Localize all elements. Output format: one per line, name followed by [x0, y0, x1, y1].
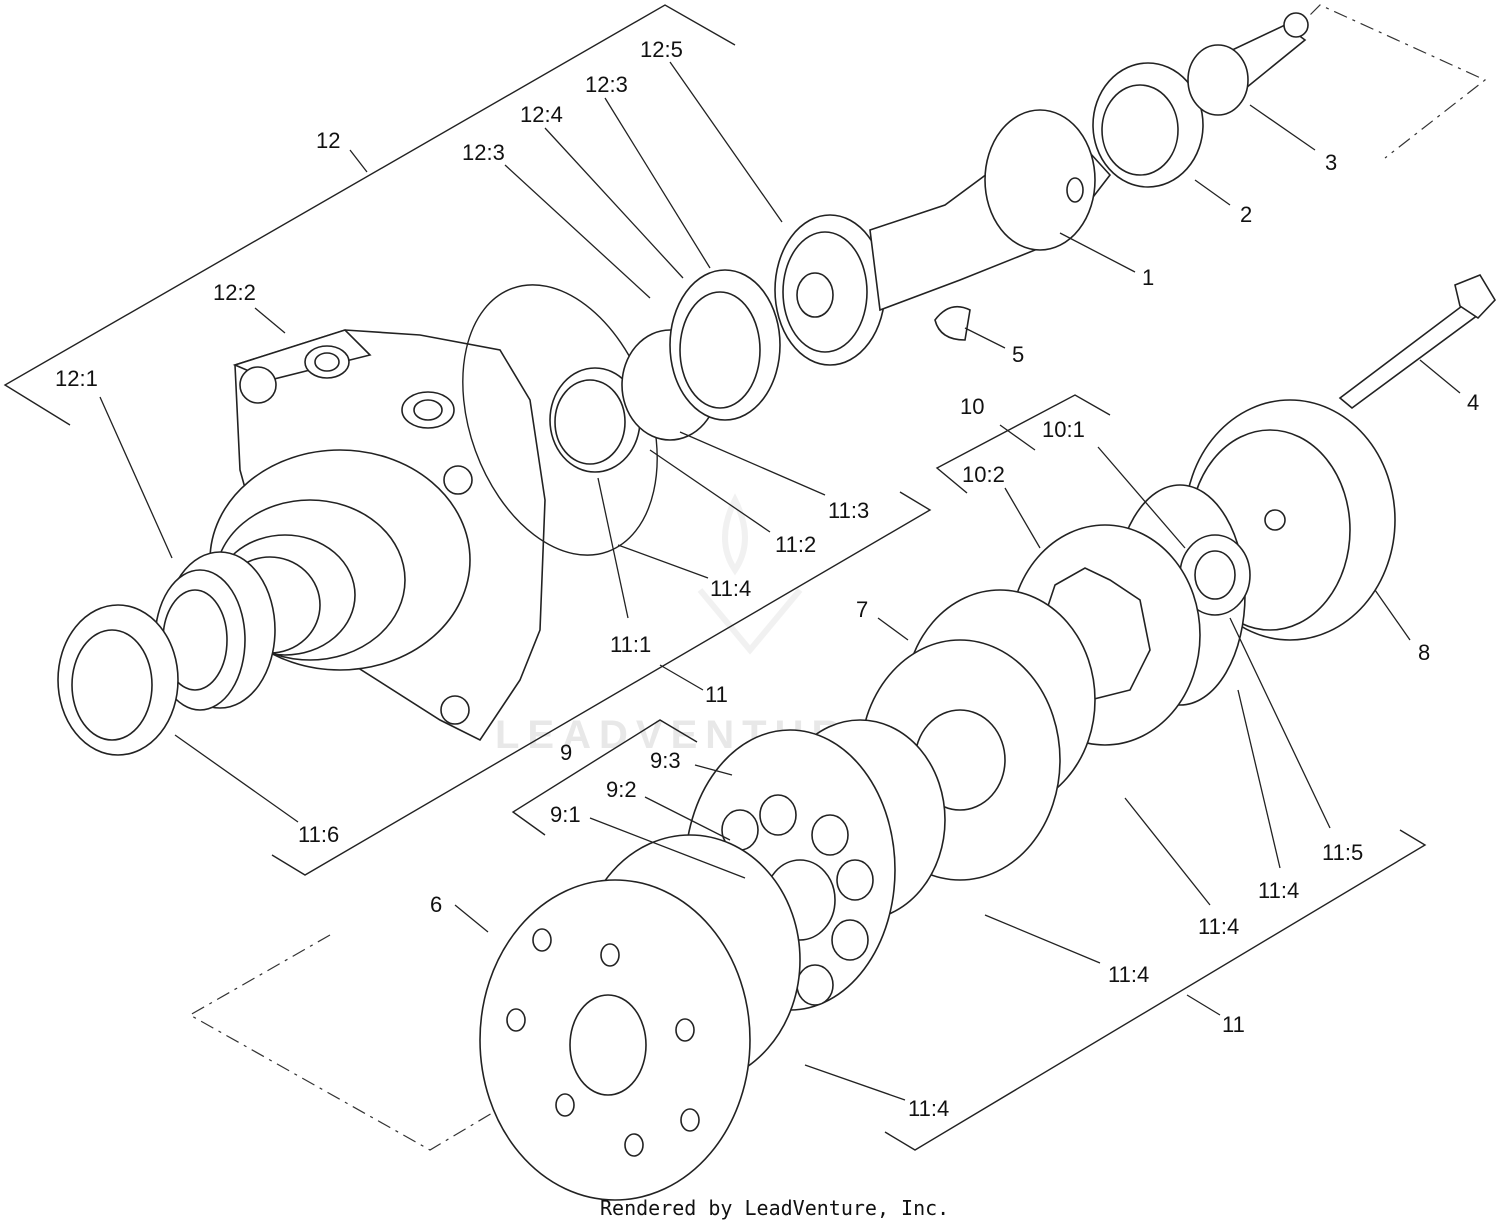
- callout-11-1: 11:1: [610, 632, 651, 657]
- callout-11-4-c: 11:4: [1198, 914, 1239, 939]
- callout-11-4-a: 11:4: [710, 576, 751, 601]
- thrust-washer-part: [1092, 62, 1204, 188]
- callout-4: 4: [1467, 390, 1479, 415]
- render-credit: Rendered by LeadVenture, Inc.: [600, 1196, 949, 1220]
- callout-9-2: 9:2: [606, 777, 637, 802]
- callout-12: 12: [316, 128, 340, 153]
- group-bracket-10: [935, 394, 1111, 494]
- callout-6: 6: [430, 892, 442, 917]
- drive-gear-part: [1187, 12, 1309, 116]
- callout-12-2: 12:2: [213, 280, 256, 305]
- callout-11-5: 11:5: [1322, 840, 1363, 865]
- callout-9: 9: [560, 740, 572, 765]
- callout-11-lower: 11: [1222, 1012, 1245, 1037]
- callout-2: 2: [1240, 202, 1252, 227]
- callout-11-6: 11:6: [298, 822, 339, 847]
- leader-11-upper: [659, 664, 704, 691]
- callout-7: 7: [856, 597, 868, 622]
- watermark-logo: [697, 493, 803, 655]
- thrust-bearing-part: [774, 214, 886, 366]
- centerline-top: [1289, 4, 1487, 159]
- callout-12-1: 12:1: [55, 366, 98, 391]
- callout-11-4-d: 11:4: [1108, 962, 1149, 987]
- callout-10-2: 10:2: [962, 462, 1005, 487]
- callout-12-4: 12:4: [520, 102, 563, 127]
- bolt-part: [1338, 274, 1496, 410]
- callout-12-5: 12:5: [640, 37, 683, 62]
- leader-11-lower: [1186, 994, 1221, 1016]
- callout-3: 3: [1325, 150, 1337, 175]
- group-bracket-11-lower: [884, 829, 1427, 1151]
- woodruff-key-part: [934, 305, 971, 341]
- callout-11-3: 11:3: [828, 498, 869, 523]
- shaft-seal-part: [57, 604, 179, 756]
- leader-12: [349, 149, 368, 173]
- front-plate-part: [479, 834, 801, 1201]
- group-bracket-12: [3, 4, 736, 426]
- callout-8: 8: [1418, 640, 1430, 665]
- callout-11-upper: 11: [705, 682, 728, 707]
- callout-11-4-e: 11:4: [908, 1096, 949, 1121]
- callout-9-3: 9:3: [650, 748, 681, 773]
- group-bracket-9: [511, 719, 698, 836]
- callout-10-1: 10:1: [1042, 417, 1085, 442]
- callout-12-3-b: 12:3: [585, 72, 628, 97]
- callout-12-3-a: 12:3: [462, 140, 505, 165]
- seal-rings-part: [549, 269, 781, 473]
- callout-9-1: 9:1: [550, 802, 581, 827]
- callout-10: 10: [960, 394, 984, 419]
- callout-11-2: 11:2: [775, 532, 816, 557]
- callout-5: 5: [1012, 342, 1024, 367]
- callout-1: 1: [1142, 265, 1154, 290]
- group-bracket-11-upper: [271, 491, 932, 876]
- drive-shaft-part: [869, 109, 1112, 312]
- leader-lines: [99, 61, 1461, 1101]
- callout-11-4-b: 11:4: [1258, 878, 1299, 903]
